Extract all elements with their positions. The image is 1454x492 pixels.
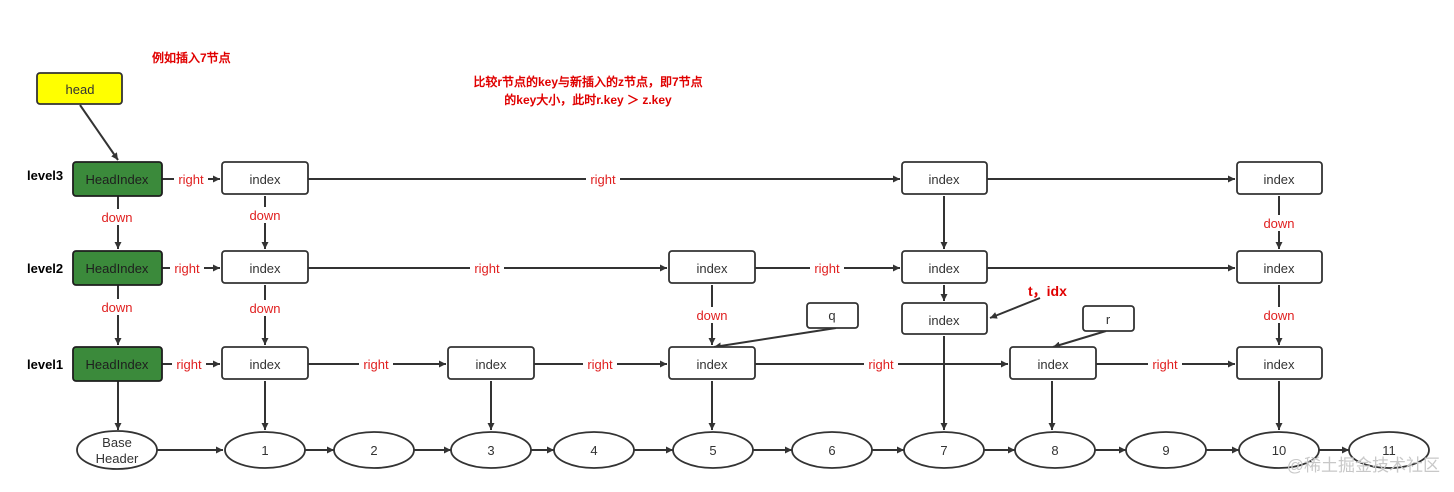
right-label: right (174, 261, 200, 276)
base-node-8[interactable]: 8 (1014, 431, 1096, 469)
index-l1-8[interactable]: index (1009, 346, 1097, 380)
right-label: right (1152, 357, 1178, 372)
index-l1-5[interactable]: index (668, 346, 756, 380)
annotation-compare-line1: 比较r节点的key与新插入的z节点，即7节点 (473, 74, 702, 89)
base-node-1[interactable]: 1 (224, 431, 306, 469)
down-label: down (249, 301, 280, 316)
base-header-line2: Header (96, 451, 139, 466)
head-index-level3[interactable]: HeadIndex (72, 161, 163, 197)
index-label: index (928, 313, 960, 328)
base-node-label: 5 (709, 443, 716, 458)
head-index-label: HeadIndex (86, 172, 149, 187)
index-label: index (249, 261, 281, 276)
level-label-3: level3 (27, 168, 63, 183)
head-index-level2[interactable]: HeadIndex (72, 250, 163, 286)
head-label: head (66, 82, 95, 97)
level-label-2: level2 (27, 261, 63, 276)
edge-r-pointer (1052, 330, 1107, 349)
index-label: index (1263, 357, 1295, 372)
base-node-label: 7 (940, 443, 947, 458)
pointer-q[interactable]: q (806, 302, 859, 329)
head-index-label: HeadIndex (86, 261, 149, 276)
down-label: down (101, 300, 132, 315)
head-index-label: HeadIndex (86, 357, 149, 372)
watermark: @稀土掘金技术社区 (1287, 456, 1440, 475)
base-node-5[interactable]: 5 (672, 431, 754, 469)
pointer-r-label: r (1106, 312, 1111, 327)
base-node-10[interactable]: 10 (1238, 431, 1320, 469)
index-l3-1[interactable]: index (221, 161, 309, 195)
pointer-q-label: q (828, 308, 835, 323)
index-label: index (1263, 172, 1295, 187)
base-node-4[interactable]: 4 (553, 431, 635, 469)
index-l2-7[interactable]: index (901, 250, 988, 284)
annotation-compare-line2: 的key大小，此时r.key ＞ z.key (504, 92, 672, 107)
index-label: index (1263, 261, 1295, 276)
down-label: down (1263, 308, 1294, 323)
down-label: down (249, 208, 280, 223)
base-node-label: 9 (1162, 443, 1169, 458)
index-label: index (696, 261, 728, 276)
base-node-9[interactable]: 9 (1125, 431, 1207, 469)
index-label: index (249, 172, 281, 187)
right-label: right (868, 357, 894, 372)
edge-q-pointer (713, 327, 837, 350)
right-label: right (587, 357, 613, 372)
head-index-level1[interactable]: HeadIndex (72, 346, 163, 382)
head-node[interactable]: head (36, 72, 123, 105)
right-label: right (474, 261, 500, 276)
index-label: index (249, 357, 281, 372)
base-node-label: 8 (1051, 443, 1058, 458)
index-label: index (1037, 357, 1069, 372)
index-l3-10[interactable]: index (1236, 161, 1323, 195)
index-l1-1[interactable]: index (221, 346, 309, 380)
index-new-7[interactable]: index (901, 302, 988, 335)
index-label: index (928, 172, 960, 187)
base-node-label: 10 (1272, 443, 1286, 458)
base-header-line1: Base (102, 435, 132, 450)
index-label: index (928, 261, 960, 276)
edge-tidx-pointer (989, 297, 1041, 319)
pointer-r[interactable]: r (1082, 305, 1135, 332)
base-node-label: 1 (261, 443, 268, 458)
annotation-t-idx: t，idx (1028, 283, 1067, 299)
base-node-3[interactable]: 3 (450, 431, 532, 469)
base-header-node[interactable]: Base Header (76, 430, 158, 470)
index-label: index (475, 357, 507, 372)
right-label: right (176, 357, 202, 372)
base-node-label: 6 (828, 443, 835, 458)
right-label: right (178, 172, 204, 187)
down-label: down (101, 210, 132, 225)
index-l1-10[interactable]: index (1236, 346, 1323, 380)
edge-labels: right right right right right right righ… (98, 171, 1299, 372)
index-l2-5[interactable]: index (668, 250, 756, 284)
down-label: down (1263, 216, 1294, 231)
head-arrow (79, 104, 119, 161)
base-node-11[interactable]: 11 (1348, 431, 1430, 469)
annotation-example: 例如插入7节点 (152, 50, 231, 65)
right-label: right (814, 261, 840, 276)
base-node-label: 4 (590, 443, 597, 458)
index-l2-1[interactable]: index (221, 250, 309, 284)
base-node-6[interactable]: 6 (791, 431, 873, 469)
base-node-label: 2 (370, 443, 377, 458)
index-l2-10[interactable]: index (1236, 250, 1323, 284)
base-node-label: 11 (1382, 443, 1396, 458)
right-label: right (590, 172, 616, 187)
right-label: right (363, 357, 389, 372)
index-l3-7[interactable]: index (901, 161, 988, 195)
index-label: index (696, 357, 728, 372)
base-node-7[interactable]: 7 (903, 431, 985, 469)
down-label: down (696, 308, 727, 323)
level-label-1: level1 (27, 357, 63, 372)
base-node-label: 3 (487, 443, 494, 458)
base-node-2[interactable]: 2 (333, 431, 415, 469)
index-l1-3[interactable]: index (447, 346, 535, 380)
